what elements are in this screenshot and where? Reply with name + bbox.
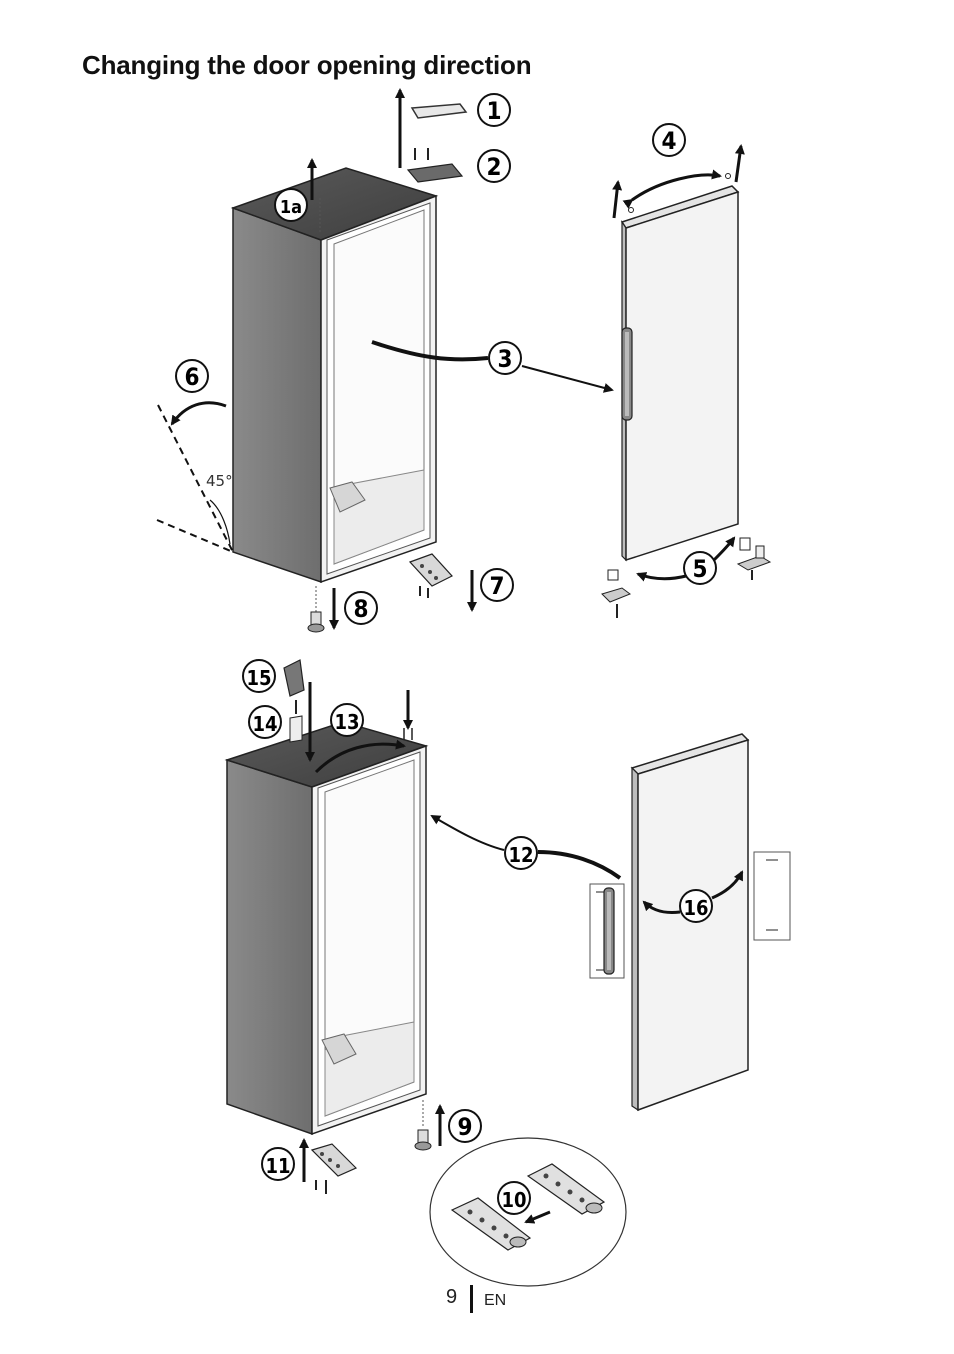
svg-text:1a: 1a — [280, 197, 302, 218]
svg-text:4: 4 — [661, 127, 676, 155]
language-code: EN — [484, 1292, 507, 1309]
step-1a: 1a — [274, 158, 321, 232]
door-top — [620, 173, 740, 562]
svg-text:10: 10 — [501, 1188, 526, 1212]
page-number: 9 — [446, 1286, 458, 1308]
step-6: 6 45° — [156, 359, 234, 553]
foot-icon — [414, 1129, 432, 1151]
step-10: 10 — [429, 1137, 627, 1287]
step-15: 15 — [242, 659, 315, 762]
cabinet-bottom — [224, 721, 429, 1136]
svg-text:15: 15 — [246, 666, 271, 690]
svg-text:12: 12 — [508, 843, 533, 867]
cabinet-top — [230, 167, 439, 584]
step-14: 14 — [248, 700, 303, 743]
svg-text:6: 6 — [184, 363, 199, 391]
step-9: 9 — [414, 1100, 482, 1151]
svg-text:13: 13 — [334, 710, 359, 734]
step-7: 7 — [408, 553, 514, 612]
step-16: 16 — [642, 870, 744, 923]
step-11: 11 — [261, 1138, 358, 1194]
step-3: 3 — [371, 340, 614, 393]
step-5: 5 — [601, 536, 772, 618]
step-4: 4 — [612, 123, 745, 219]
svg-text:1: 1 — [486, 97, 501, 125]
svg-text:2: 2 — [486, 153, 501, 181]
foot-icon — [307, 611, 325, 633]
footer-divider — [470, 1285, 473, 1313]
door-bottom — [589, 733, 791, 1112]
step-1: 1 — [395, 88, 511, 168]
svg-text:16: 16 — [683, 896, 708, 920]
svg-text:11: 11 — [265, 1154, 290, 1178]
svg-text:7: 7 — [489, 572, 504, 600]
handle-icon — [621, 327, 633, 421]
step-13: 13 — [314, 690, 413, 774]
svg-text:5: 5 — [692, 555, 707, 583]
svg-text:9: 9 — [457, 1113, 472, 1141]
handle-icon — [603, 887, 615, 975]
svg-text:14: 14 — [252, 712, 277, 736]
hinge-icon — [408, 553, 453, 598]
step-12: 12 — [430, 814, 622, 880]
step-2: 2 — [406, 148, 511, 183]
step-8: 8 — [307, 586, 378, 633]
angle-label: 45° — [206, 472, 233, 490]
svg-text:8: 8 — [353, 595, 368, 623]
hinge-icon — [601, 537, 772, 618]
page-title: Changing the door opening direction — [82, 50, 532, 80]
hinge-icon — [450, 1163, 606, 1251]
page-footer — [0, 1282, 954, 1322]
hinge-icon — [310, 1143, 358, 1194]
svg-text:3: 3 — [497, 345, 512, 373]
